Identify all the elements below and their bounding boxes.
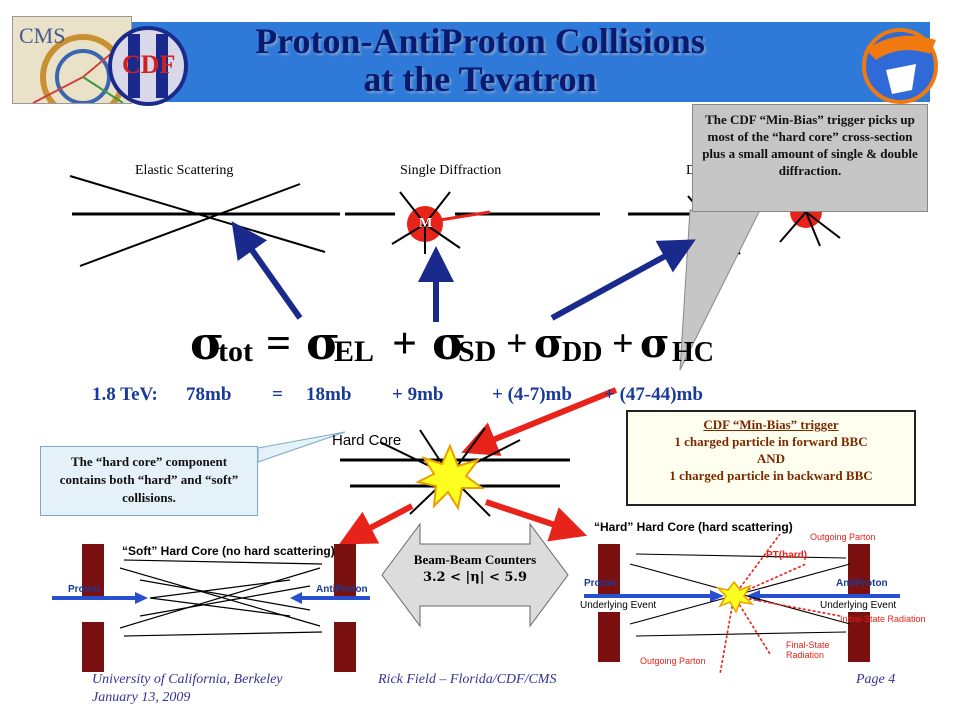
minbias-callout: The CDF “Min-Bias” trigger picks up most… [692,104,928,212]
isr-label: Initial-State Radiation [840,614,926,624]
value-hard-core: + (47-44)mb [604,384,703,405]
footer-page: Page 4 [856,672,896,687]
footer-author: Rick Field – Florida/CDF/CMS [378,672,557,687]
soft-hard-core-diagram [52,544,370,672]
equals-sign: = [266,319,292,368]
sigma-symbol: σ [432,316,466,370]
elastic-scattering-label: Elastic Scattering [135,163,234,178]
plus-sign: + [612,323,634,365]
sigma-symbol: σ [306,316,340,370]
sigma-symbol: σ [640,320,670,367]
single-diffraction-label: Single Diffraction [400,163,502,178]
sigma-tot-subscript: tot [218,335,253,368]
sigma-sd-subscript: SD [458,335,497,368]
hard-antiproton-label: AntiProton [836,578,888,589]
hard-core-callout: The “hard core” component contains both … [40,446,258,516]
outgoing-parton-top: Outgoing Parton [810,532,876,542]
soft-antiproton-label: AntiProton [316,584,368,595]
florida-logo-graphic [862,28,938,104]
sigma-dd-subscript: DD [562,337,603,368]
value-double-diffraction: + (4-7)mb [492,384,572,405]
trigger-line3: 1 charged particle in backward BBC [669,468,873,483]
hard-proton-label: Proton [584,578,617,589]
sigma-symbol: σ [534,320,564,367]
underlying-event-left: Underlying Event [580,600,657,611]
plus-sign: + [392,319,418,368]
trigger-line1: 1 charged particle in forward BBC [674,434,868,449]
minbias-trigger-box: CDF “Min-Bias” trigger 1 charged particl… [626,410,916,506]
page-title-line1: Proton-AntiProton Collisions [255,21,705,61]
trigger-line2: AND [756,451,786,466]
double-diffraction-label: D [686,163,696,179]
bbc-title: Beam-Beam Counters [413,552,537,567]
value-elastic: 18mb [306,384,352,405]
underlying-event-right: Underlying Event [820,600,897,611]
value-single-diffraction: + 9mb [392,384,444,405]
hard-core-diagram [340,427,570,517]
cdf-logo-text: CDF [122,50,176,79]
pt-hard-label: PT(hard) [766,550,808,561]
hard-core-label: Hard Core [332,432,402,449]
cdf-logo-graphic [108,26,188,106]
single-diffraction-mass: M [419,216,433,231]
value-energy: 1.8 TeV: [92,384,158,405]
footer-date: January 13, 2009 [92,690,191,705]
bbc-range: 3.2 < |η| < 5.9 [422,570,528,585]
cms-logo-text: CMS [19,23,66,48]
hard-hard-core-diagram [584,533,900,675]
sigma-hc-subscript: HC [672,337,714,368]
hard-panel-title: “Hard” Hard Core (hard scattering) [594,520,793,534]
sigma-symbol: σ [190,316,224,370]
sigma-el-subscript: EL [334,335,375,368]
page-title-line2: at the Tevatron [363,59,597,99]
florida-logo [846,20,944,104]
cdf-logo: CDF [106,24,190,108]
bbc-arrow [381,522,569,628]
footer-institution: University of California, Berkeley [92,672,283,687]
outgoing-parton-bottom: Outgoing Parton [640,656,706,666]
value-equals: = [272,384,283,405]
value-total: 78mb [186,384,232,405]
soft-panel-title: “Soft” Hard Core (no hard scattering) [122,544,335,558]
soft-proton-label: Proton [68,584,101,595]
fsr-label: Final-State Radiation [786,640,830,660]
trigger-heading: CDF “Min-Bias” trigger [703,417,839,432]
plus-sign: + [506,323,528,365]
